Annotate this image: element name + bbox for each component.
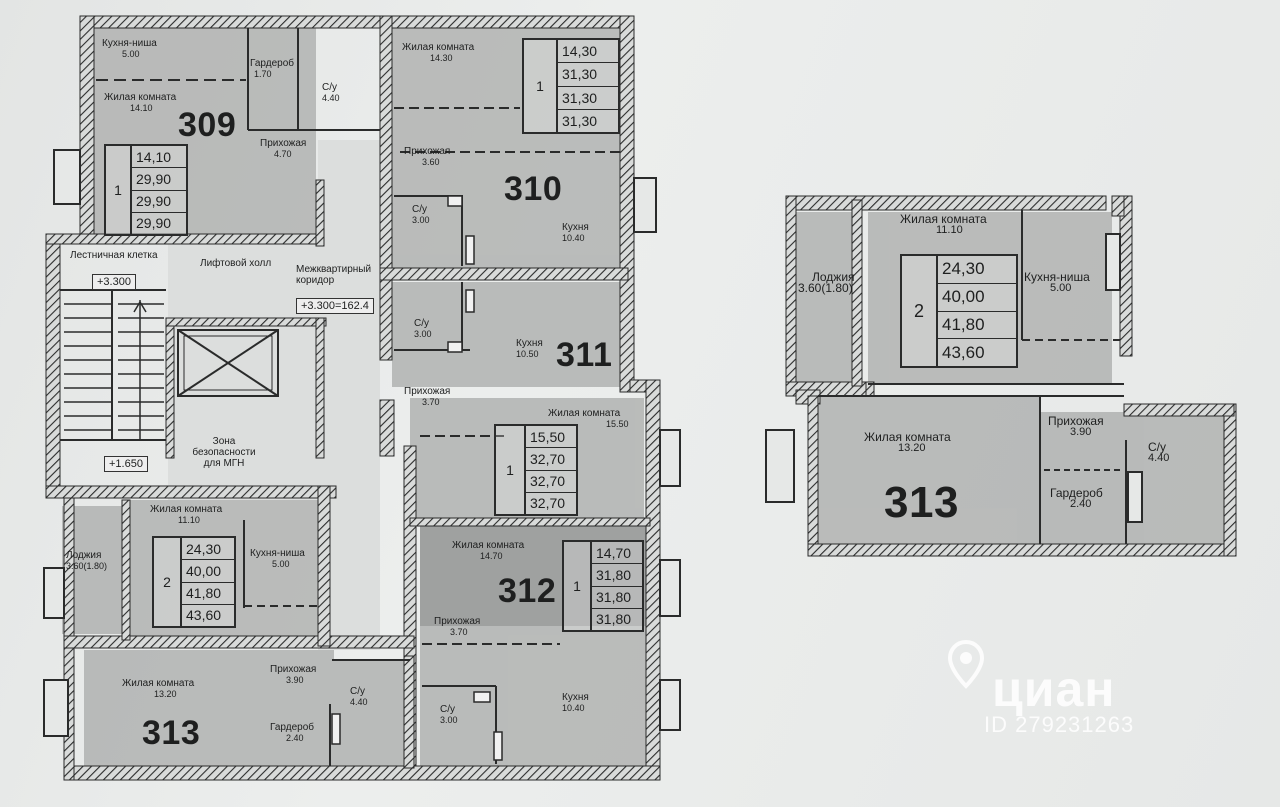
corridor-level-mark: +3.300=162.4 bbox=[296, 298, 374, 314]
room-count: 1 bbox=[106, 146, 132, 234]
watermark-brand: циан bbox=[992, 661, 1116, 717]
windows-detail bbox=[765, 233, 1143, 523]
apartment-number-310: 310 bbox=[504, 170, 563, 208]
apartment-number-311: 311 bbox=[556, 336, 613, 374]
apartment-number-312: 312 bbox=[498, 572, 557, 610]
apartment-number-313: 313 bbox=[142, 714, 201, 752]
lift-shaft bbox=[177, 329, 279, 397]
windows-main bbox=[43, 149, 681, 737]
apt-312-shade bbox=[420, 526, 646, 626]
corridor-label: Межквартирный коридор bbox=[296, 264, 372, 286]
room-count: 2 bbox=[902, 256, 938, 366]
room-count: 1 bbox=[564, 542, 592, 630]
outer-walls-detail bbox=[785, 195, 1237, 557]
stair-level-mark: +3.300 bbox=[92, 274, 136, 290]
room-count: 1 bbox=[524, 40, 558, 132]
detail-apartment-number: 313 bbox=[884, 478, 959, 527]
safety-zone-label: Зона безопасности для МГН bbox=[192, 436, 256, 469]
apartment-number-309: 309 bbox=[178, 106, 237, 144]
lower-level-mark: +1.650 bbox=[104, 456, 148, 472]
stair-label: Лестничная клетка bbox=[70, 250, 158, 261]
outer-walls-main bbox=[45, 15, 661, 781]
room-count: 1 bbox=[496, 426, 526, 514]
stair-treads bbox=[64, 300, 164, 440]
room-count: 2 bbox=[154, 538, 182, 626]
partitions-main bbox=[60, 28, 620, 766]
lift-hall-label: Лифтовой холл bbox=[200, 258, 272, 269]
watermark-id: ID 279231263 bbox=[984, 712, 1135, 737]
partitions-detail bbox=[818, 210, 1127, 544]
fixtures bbox=[331, 195, 503, 761]
location-pin-icon bbox=[946, 639, 986, 706]
apartment-fills bbox=[62, 28, 1226, 768]
